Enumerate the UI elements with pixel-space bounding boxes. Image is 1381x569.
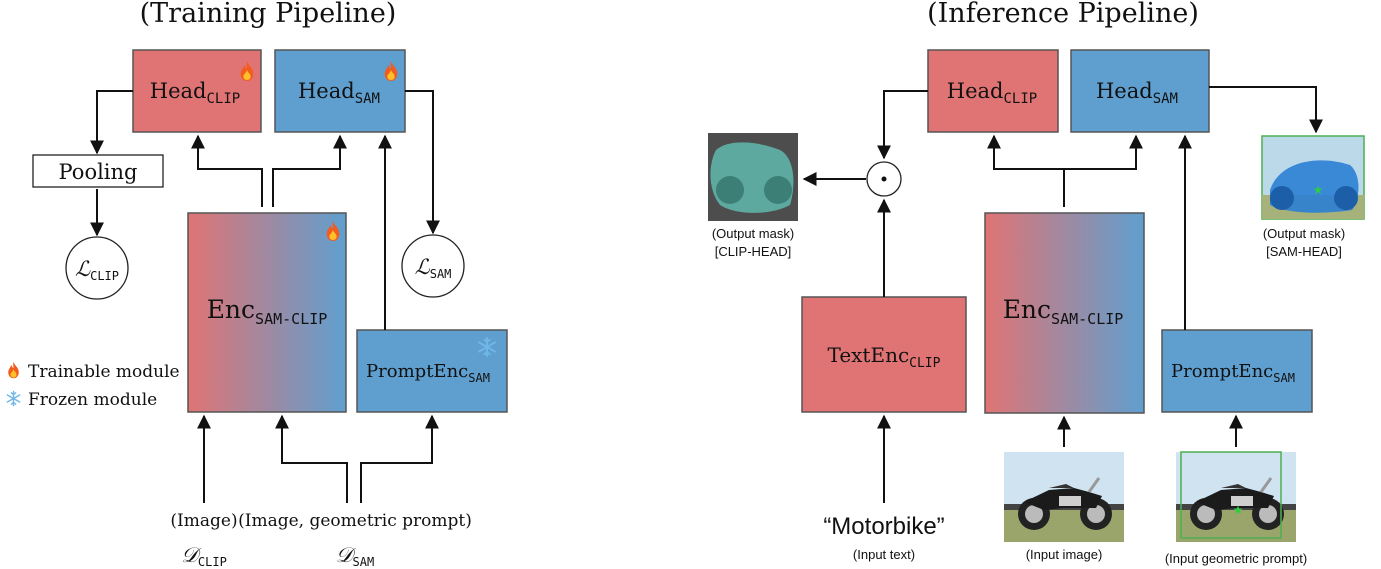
loss-sam-label: ℒSAM (415, 255, 452, 281)
svg-text:★: ★ (1313, 183, 1324, 197)
inf-head-sam-label: HeadSAM (1096, 79, 1178, 107)
output-mask-sam-line2: [SAM-HEAD] (1266, 244, 1342, 259)
output-mask-clip-image (708, 133, 798, 221)
train-head-clip-label: HeadCLIP (150, 79, 240, 107)
inf-head-clip-label: HeadCLIP (947, 79, 1037, 107)
input-geometric-prompt-image: ★ (1175, 451, 1297, 542)
legend-trainable: Trainable module (28, 362, 180, 382)
train-head-sam-label: HeadSAM (298, 79, 380, 107)
snowflake-icon (6, 390, 21, 407)
input-image-label: (Input image) (1026, 547, 1103, 562)
train-input-image-prompt: (Image, geometric prompt) (238, 511, 472, 531)
input-text-label: (Input text) (853, 547, 915, 562)
inf-encoder-box (984, 212, 1145, 414)
loss-clip-circle (65, 236, 129, 300)
inf-head-clip-box (927, 49, 1059, 133)
inf-prompt-enc-box (1161, 329, 1313, 413)
text-enc-label: TextEncCLIP (828, 343, 941, 371)
dataset-clip-label: 𝒟CLIP (181, 543, 227, 569)
output-mask-clip-line2: [CLIP-HEAD] (715, 244, 792, 259)
train-input-image: (Image) (170, 511, 237, 531)
pooling-label: Pooling (59, 160, 138, 184)
train-head-clip-box (132, 49, 262, 133)
loss-clip-label: ℒCLIP (75, 257, 119, 283)
loss-sam-circle (401, 234, 465, 298)
output-mask-clip-line1: (Output mask) (712, 226, 794, 241)
inf-head-sam-box (1070, 49, 1210, 133)
dot-product-symbol (881, 176, 887, 182)
legend-frozen: Frozen module (28, 390, 157, 410)
inf-encoder-label: EncSAM-CLIP (1003, 295, 1124, 328)
inf-prompt-enc-label: PromptEncSAM (1171, 361, 1295, 385)
inference-title: (Inference Pipeline) (927, 0, 1199, 29)
input-prompt-label: (Input geometric prompt) (1165, 551, 1307, 566)
training-arrows (90, 90, 440, 503)
train-prompt-enc-label: PromptEncSAM (366, 361, 490, 385)
training-title: (Training Pipeline) (140, 0, 397, 29)
dataset-sam-label: 𝒟SAM (336, 543, 374, 569)
svg-text:★: ★ (1233, 503, 1244, 517)
fire-icon (8, 361, 19, 379)
train-encoder-label: EncSAM-CLIP (207, 295, 328, 328)
input-image (1003, 452, 1125, 542)
train-encoder-box (187, 212, 347, 413)
inference-arrows (802, 86, 1323, 503)
pooling-box (32, 154, 164, 188)
output-mask-sam-line1: (Output mask) (1263, 226, 1345, 241)
output-mask-sam-image: ★ (1261, 135, 1365, 220)
input-text-value: “Motorbike” (823, 513, 944, 540)
text-enc-box (801, 296, 967, 413)
